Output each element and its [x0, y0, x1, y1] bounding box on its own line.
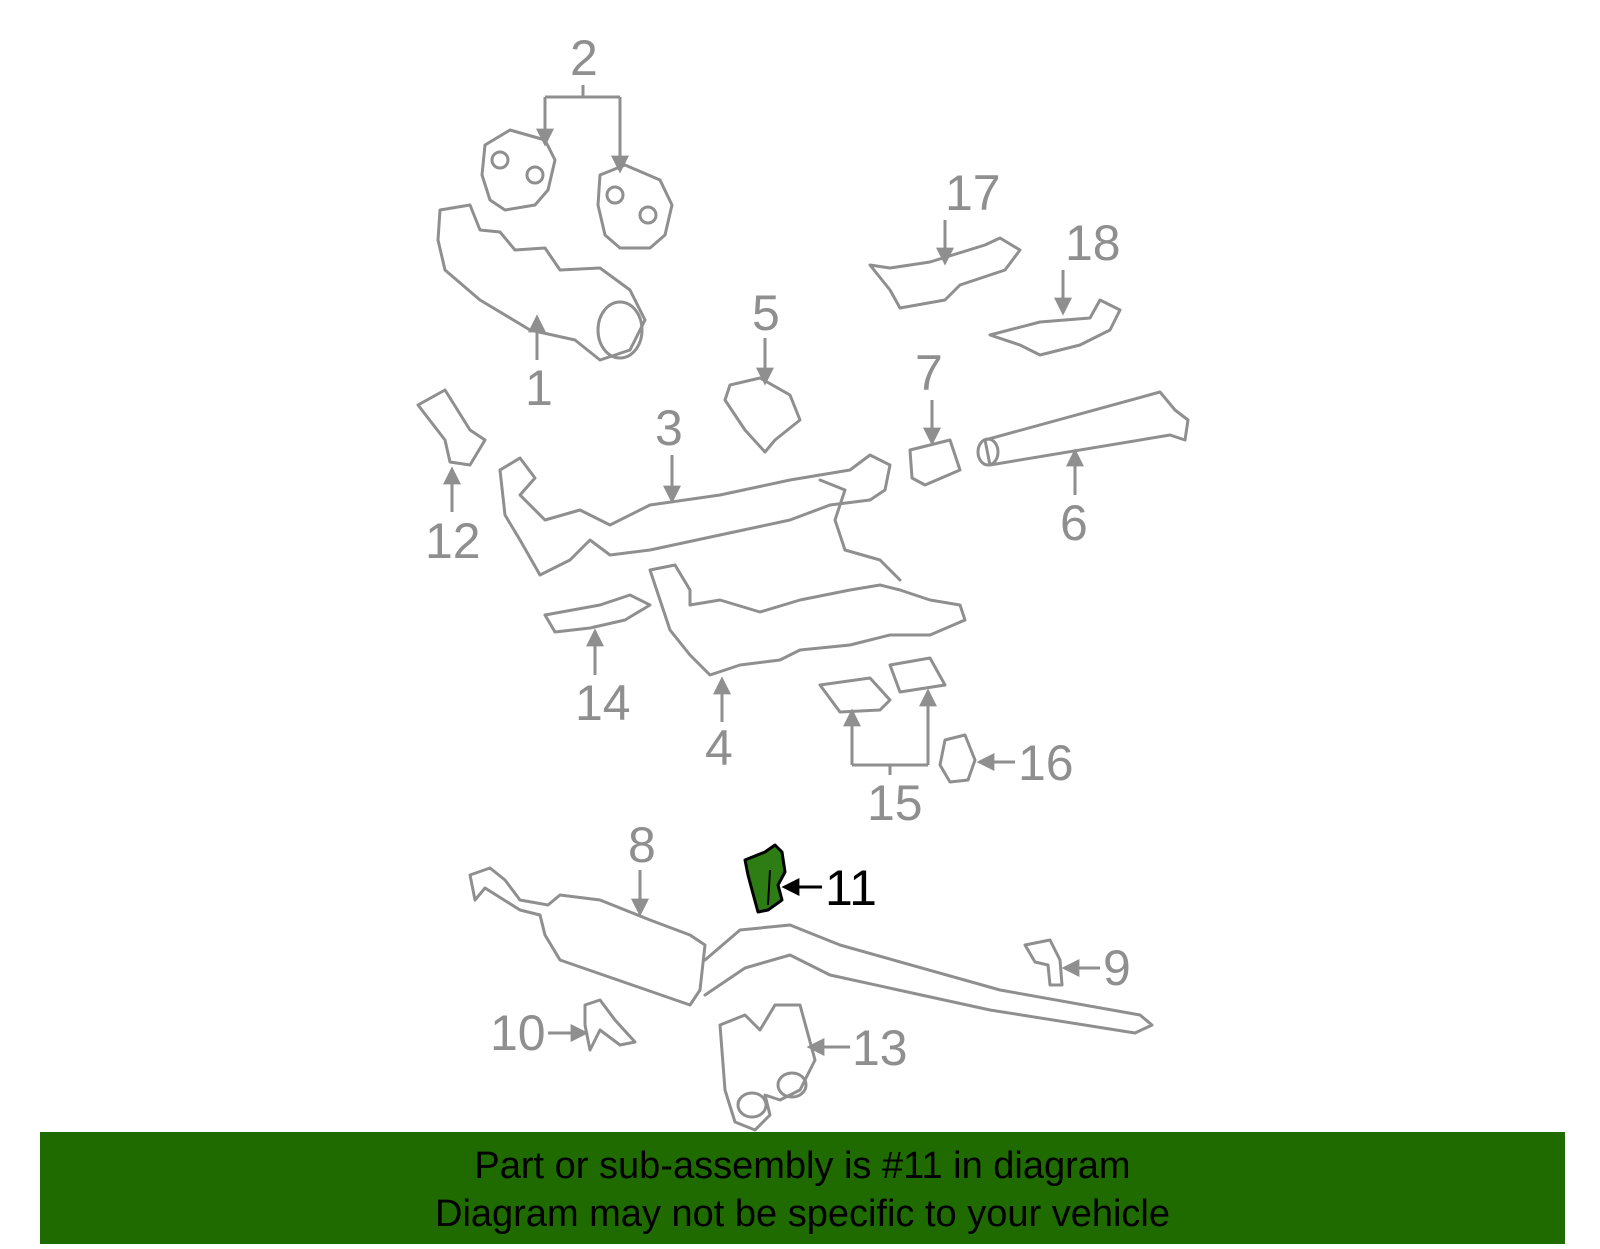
- part-9-hanger[interactable]: [1023, 938, 1064, 987]
- callout-18: 18: [1065, 215, 1121, 271]
- part-16-gasket[interactable]: [938, 733, 977, 784]
- part-10-hanger[interactable]: [583, 998, 637, 1052]
- part-14-heat-shield[interactable]: [543, 593, 652, 634]
- callout-16: 16: [1018, 735, 1074, 791]
- part-6-pipe[interactable]: [976, 390, 1190, 467]
- callout-5: 5: [752, 285, 780, 341]
- part-15-heat-shields[interactable]: [818, 656, 947, 714]
- callout-9: 9: [1103, 940, 1131, 996]
- banner-line-2: Diagram may not be specific to your vehi…: [435, 1193, 1170, 1235]
- part-17-heat-shield[interactable]: [868, 236, 1022, 310]
- part-7-clamp[interactable]: [908, 438, 962, 487]
- callout-1: 1: [525, 360, 553, 416]
- part-12-extension[interactable]: [416, 388, 487, 467]
- callout-17: 17: [945, 165, 1001, 221]
- part-13-tailpipe-tips[interactable]: [718, 1003, 817, 1132]
- banner-line-1: Part or sub-assembly is #11 in diagram: [474, 1145, 1131, 1187]
- callout-15: 15: [867, 775, 923, 831]
- callout-12: 12: [425, 513, 481, 569]
- callout-2: 2: [570, 30, 598, 86]
- part-5-bracket[interactable]: [723, 376, 802, 454]
- info-banner: Part or sub-assembly is #11 in diagram D…: [40, 1132, 1565, 1244]
- callout-13: 13: [852, 1020, 908, 1076]
- callout-3: 3: [655, 400, 683, 456]
- callout-8: 8: [628, 817, 656, 873]
- callout-4: 4: [705, 720, 733, 776]
- part-11-highlighted[interactable]: [743, 843, 787, 914]
- callout-15-leaders: [843, 688, 937, 775]
- callout-6: 6: [1060, 495, 1088, 551]
- part-2-gaskets[interactable]: [480, 128, 674, 250]
- callout-14: 14: [575, 675, 631, 731]
- callout-11: 11: [825, 860, 877, 916]
- part-1-manifold[interactable]: [436, 203, 647, 362]
- part-18-heat-shield[interactable]: [988, 298, 1122, 357]
- callout-2-leaders: [536, 85, 629, 174]
- part-8-muffler[interactable]: [468, 866, 1154, 1035]
- callout-10: 10: [490, 1005, 546, 1061]
- part-3-converter[interactable]: [498, 453, 892, 577]
- callout-7: 7: [915, 345, 943, 401]
- part-4-converter[interactable]: [648, 478, 967, 677]
